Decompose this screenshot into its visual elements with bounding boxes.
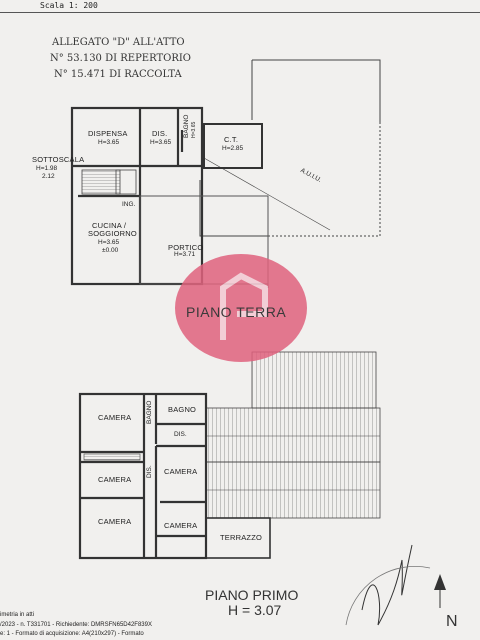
room-dis: DIS. [152, 129, 168, 138]
room-dis-2: DIS. [146, 465, 153, 478]
room-ct-height: H=2.85 [222, 145, 244, 152]
stairs-first [83, 453, 141, 461]
room-cucina: CUCINA / [92, 221, 127, 230]
ground-floor-title: PIANO TERRA [186, 304, 287, 320]
room-dispensa: DISPENSA [88, 129, 128, 138]
ct-room [203, 123, 263, 169]
footer-line-1: imetria in atti [0, 612, 35, 618]
room-cucina-level: ±0.00 [102, 247, 119, 254]
room-camera-4: CAMERA [98, 517, 132, 526]
room-cucina-height: H=3.65 [98, 239, 120, 246]
room-camera-5: CAMERA [164, 521, 198, 530]
room-ct: C.T. [224, 135, 239, 144]
room-bagno-first: BAGNO [168, 405, 197, 414]
room-soggiorno: SOGGIORNO [88, 229, 137, 238]
room-terrazzo: TERRAZZO [220, 533, 263, 542]
first-floor-height: H = 3.07 [228, 602, 282, 618]
watermark-logo [175, 254, 307, 362]
room-bagno-small: BAGNO [146, 400, 153, 424]
room-camera-3: CAMERA [164, 467, 198, 476]
room-sottoscala: SOTTOSCALA [32, 155, 85, 164]
stamp-line-3: N° 15.471 DI RACCOLTA [54, 69, 182, 80]
room-camera-1: CAMERA [98, 413, 132, 422]
terrazzo-area [205, 517, 271, 559]
room-bagno: BAGNO [183, 114, 190, 138]
stamp-line-1: ALLEGATO "D" ALL'ATTO [52, 37, 185, 48]
room-sottoscala-height2: 2.12 [42, 173, 55, 180]
stamp-line-2: N° 53.130 DI REPERTORIO [50, 53, 192, 64]
room-sottoscala-height1: H=1.98 [36, 165, 58, 172]
first-floor-walls [78, 392, 208, 560]
footer-line-2: /2023 - n. T331701 - Richiedente: DMRSFN… [0, 622, 152, 628]
scale-label: Scala 1: 200 [40, 1, 98, 10]
room-dis-1: DIS. [174, 431, 187, 438]
room-portico: PORTICO [168, 243, 204, 252]
first-floor-title: PIANO PRIMO [205, 587, 299, 603]
header-strip [0, 0, 480, 13]
room-portico-height: H=3.71 [174, 251, 196, 258]
north-arrow [434, 574, 446, 608]
room-bagno-height: H=3.65 [191, 121, 197, 138]
round-stamp [345, 566, 431, 626]
signature [361, 544, 413, 626]
room-camera-2: CAMERA [98, 475, 132, 484]
room-dis-height: H=3.65 [150, 139, 172, 146]
room-ing: ING. [122, 201, 136, 208]
north-label: N [446, 613, 458, 630]
room-dispensa-height: H=3.65 [98, 139, 120, 146]
stairs-ground [81, 169, 121, 195]
roof-hatched [205, 351, 381, 519]
footer-line-3: e: 1 - Formato di acquisizione: A4(210x2… [0, 631, 144, 637]
